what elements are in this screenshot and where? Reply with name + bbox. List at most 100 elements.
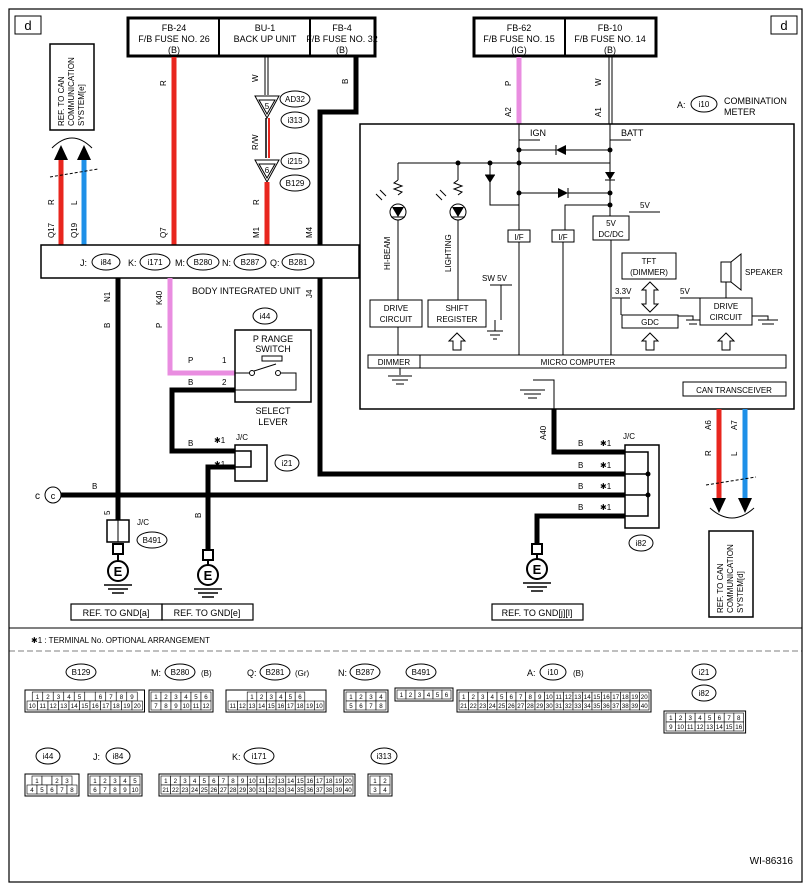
pin-number: 28 [230,787,237,794]
pin-number: 2 [383,778,387,785]
pin-number: 20 [134,703,141,710]
pin-number: 10 [29,703,36,710]
pin-number: 6 [93,787,97,794]
meter-title-1: COMBINATION [724,96,787,106]
pin-cell [343,784,354,795]
pin-number: 31 [258,787,265,794]
label-speaker: SPEAKER [745,268,783,277]
shield-arc-bottom [709,507,755,519]
pin-number: 5 [194,694,198,701]
pin-q17: Q17 [47,222,56,238]
pin-number: 8 [379,703,383,710]
pin-number: 38 [326,787,333,794]
pin-number: 23 [479,703,486,710]
fuse-fb10-circuit: (B) [604,45,616,55]
pin-number: 21 [460,703,467,710]
jc-i21-box [234,444,268,482]
pin-number: 2 [164,694,168,701]
connector-label-row-1: B129 M: B280 (B) Q: B281 (Gr) N: B287 B4… [65,663,717,702]
color-w-bu1: W [251,74,260,82]
pin-q7: Q7 [159,227,168,238]
pin-a6: A6 [704,420,713,430]
pin-number: 6 [50,787,54,794]
pin-number: 24 [191,787,198,794]
pin-number: 26 [508,703,515,710]
pin-number: 39 [335,787,342,794]
pin-cell [379,784,391,795]
connector-label-row-2: i44 J: i84 K: i171 i313 [35,747,398,765]
pin-number: 9 [669,724,673,731]
ground-a: E [104,560,132,594]
label-sw5v: SW 5V [482,274,508,283]
diode-2 [605,172,615,180]
pin-number: 21 [162,787,169,794]
pin-number: 36 [306,787,313,794]
pin-number: 14 [258,703,265,710]
body-integrated-unit [40,244,360,279]
svg-text:REGISTER: REGISTER [437,315,478,324]
svg-text:GDC: GDC [641,318,659,327]
pin-number: 17 [102,703,109,710]
svg-text:DC/DC: DC/DC [598,230,624,239]
fuse-group-left: FB-24 F/B FUSE NO. 26 (B) BU-1 BACK UP U… [126,16,378,58]
svg-text:c: c [51,491,56,501]
select-lever-label-1: SELECT [255,406,291,416]
svg-text:5V: 5V [606,219,616,228]
pin-number: 2 [359,694,363,701]
pin-number: 22 [172,787,179,794]
pin-number: 30 [546,703,553,710]
svg-text:E: E [114,564,123,579]
svg-text:COMMUNICATION: COMMUNICATION [726,544,735,613]
label-hibeam: HI-BEAM [383,236,392,270]
drive-circuit-left [369,299,423,328]
pin-number: 15 [81,703,88,710]
pin-number: 12 [203,703,210,710]
arrow-tft-gdc [640,281,660,313]
wire-m4-black [317,57,359,245]
pin-number: 3 [481,694,485,701]
svg-text:CIRCUIT: CIRCUIT [380,315,413,324]
svg-text:i171: i171 [251,752,267,761]
pin-number: 5 [436,692,440,699]
pin-number: 3 [174,694,178,701]
pin-number: 4 [379,694,383,701]
biu-j-tag [91,253,121,271]
svg-text:CAN TRANSCEIVER: CAN TRANSCEIVER [696,386,772,395]
pin-number: 15 [297,778,304,785]
pin-number: 23 [182,787,189,794]
label-5v-top: 5V [640,201,650,210]
connector-i215-tag [280,152,310,170]
pin-number: 1 [400,692,404,699]
pin-q19: Q19 [70,222,79,238]
pin-number: 6 [298,694,302,701]
pin-number: 1 [164,778,168,785]
svg-text:B129: B129 [286,179,305,188]
pin-number: 11 [230,703,237,710]
pin-number: 13 [574,694,581,701]
svg-text:MICRO COMPUTER: MICRO COMPUTER [541,358,616,367]
arrow-a7 [738,498,752,513]
svg-text:i313: i313 [287,116,303,125]
pin-number: 5 [708,715,712,722]
svg-text:B287: B287 [356,668,375,677]
pin-number: 16 [277,703,284,710]
jc-star-r4: ✱1 [600,503,612,512]
p-range-label-2: SWITCH [255,344,291,354]
svg-text:SYSTEM[d]: SYSTEM[d] [736,571,745,613]
twist-top [49,168,99,178]
arrow-q19 [77,145,91,160]
pin-number: 13 [249,703,256,710]
pin-number: 3 [65,778,69,785]
gdc-box [621,314,679,329]
frame [8,8,803,883]
connector-ad32-tag [279,90,311,108]
pin-n1: N1 [103,291,112,302]
label-lighting: LIGHTING [444,234,453,272]
svg-text:J:: J: [93,752,100,762]
jc-star-r3: ✱1 [600,482,612,491]
pin-number: 16 [306,778,313,785]
svg-text:i21: i21 [699,668,710,677]
label-5v-drive: 5V [680,287,690,296]
svg-text:CIRCUIT: CIRCUIT [710,313,743,322]
pin-cell [639,700,650,711]
